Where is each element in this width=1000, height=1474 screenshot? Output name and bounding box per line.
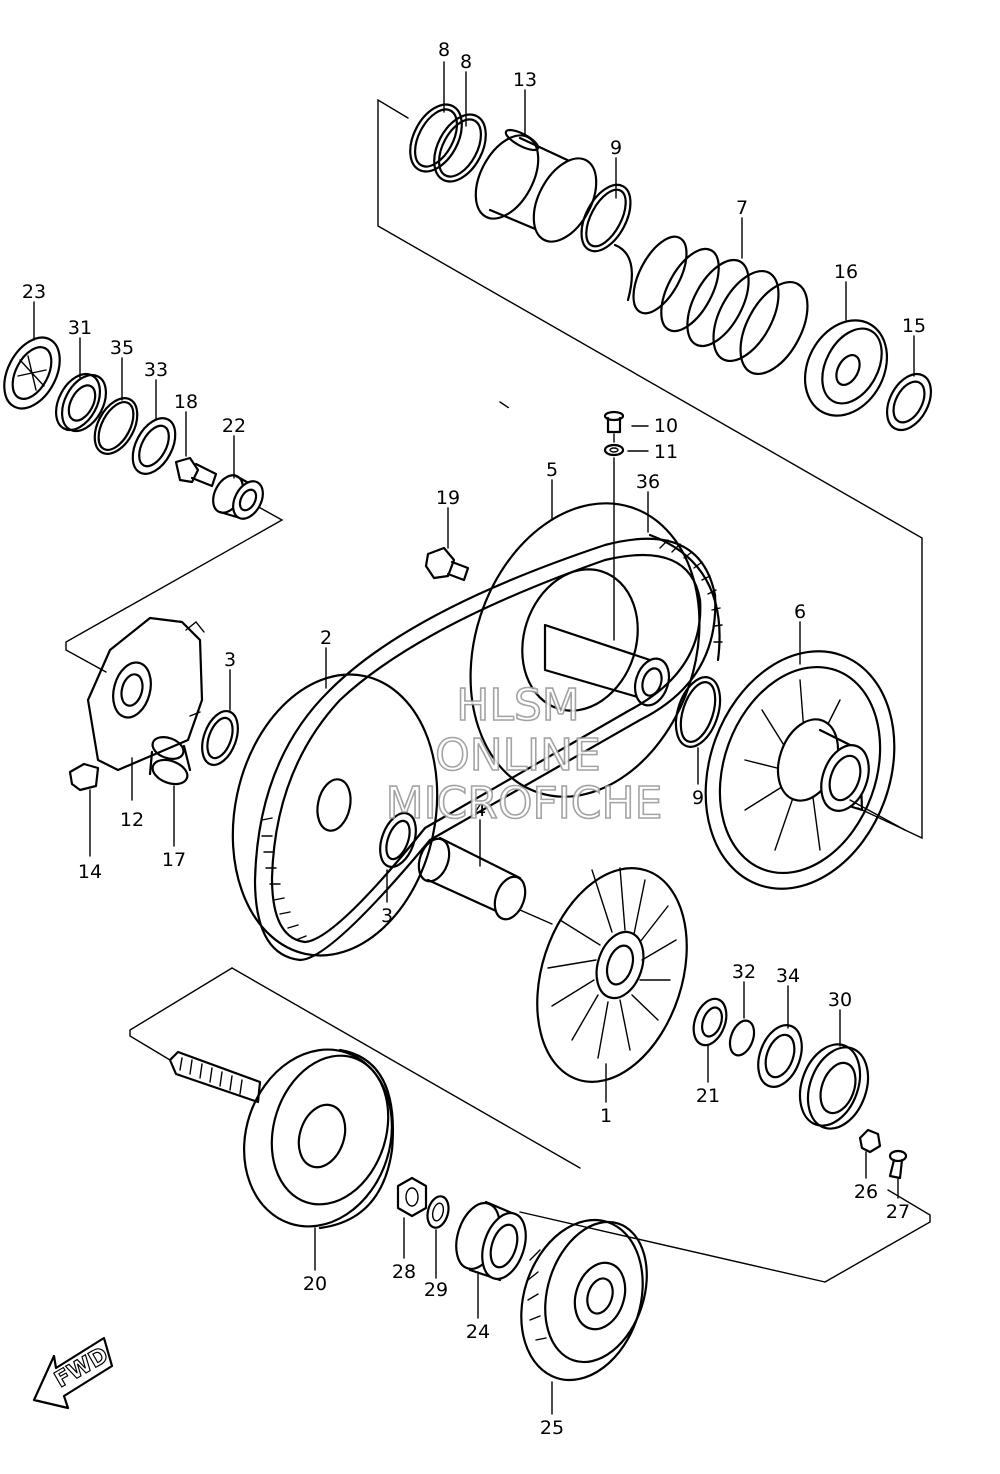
part-32-circlip	[728, 1019, 756, 1057]
part-17-roller	[148, 736, 192, 786]
callout-label: 16	[834, 261, 858, 283]
callout-label: 27	[886, 1201, 910, 1223]
callout-label: 10	[654, 415, 678, 437]
callout-labels: 8 8 13 9 7 16 15 23 31 35 33 18 22 10 11…	[22, 39, 926, 1439]
callout-label: 8	[460, 51, 472, 73]
part-4-spacer	[417, 819, 553, 925]
callout-label: 20	[303, 1273, 327, 1295]
callout-label: 8	[438, 39, 450, 61]
part-30-bearing	[798, 1043, 870, 1130]
part-7-spring	[613, 235, 809, 376]
part-11-washer	[603, 443, 625, 457]
part-9-ring-top	[580, 183, 632, 253]
callout-label: 2	[320, 627, 332, 649]
part-33-washer	[131, 417, 177, 475]
part-3-washer-left	[201, 710, 239, 766]
top-assembly-outline	[377, 98, 923, 840]
leader-lines	[33, 61, 915, 1415]
bottom-assembly-outline	[129, 967, 931, 1283]
callout-label: 13	[513, 69, 537, 91]
callout-label: 25	[540, 1417, 564, 1439]
part-22-collar	[212, 474, 264, 520]
watermark-line-2: ONLINE	[435, 730, 601, 781]
callout-label: 4	[474, 799, 486, 821]
part-26-nut	[858, 1128, 882, 1154]
part-20-clutch-housing	[168, 1048, 394, 1230]
part-15-nut	[885, 372, 933, 432]
part-12-ramp-plate	[86, 616, 205, 772]
part-28-nut	[396, 1176, 428, 1218]
part-18-bolt	[174, 456, 218, 488]
callout-label: 9	[610, 137, 622, 159]
callout-label: 29	[424, 1279, 448, 1301]
callout-label: 11	[654, 441, 678, 463]
part-6-movable-driven-face	[704, 650, 906, 890]
part-8-o-ring	[409, 103, 487, 183]
part-3-washer-lower	[379, 812, 417, 868]
part-drive-hub	[231, 673, 439, 957]
part-29-washer	[426, 1195, 450, 1229]
part-24-one-way-clutch	[455, 1200, 527, 1282]
watermark-line-1: HLSM	[456, 680, 580, 731]
part-23-oil-seal	[3, 336, 61, 410]
callout-label: 33	[144, 359, 168, 381]
callout-label: 3	[381, 905, 393, 927]
fwd-arrow-icon	[32, 1336, 114, 1410]
part-9-ring-mid	[674, 676, 722, 748]
callout-label: 14	[78, 861, 102, 883]
part-14-slide	[68, 762, 100, 792]
callout-label: 15	[902, 315, 926, 337]
callout-label: 30	[828, 989, 852, 1011]
callout-label: 36	[636, 471, 660, 493]
callout-label: 34	[776, 965, 800, 987]
callout-label: 18	[174, 391, 198, 413]
part-31-bearing	[54, 372, 108, 433]
part-34-oil-seal	[757, 1024, 803, 1088]
part-5-driven-face	[469, 502, 701, 798]
callout-label: 26	[854, 1181, 878, 1203]
callout-label: 12	[120, 809, 144, 831]
callout-label: 32	[732, 961, 756, 983]
callout-label: 21	[696, 1085, 720, 1107]
part-19-bolt	[424, 546, 470, 582]
callout-label: 1	[600, 1105, 612, 1127]
part-16-spring-seat	[803, 319, 889, 417]
watermark-line-3: MICROFICHE	[386, 778, 663, 829]
part-27-screw	[888, 1149, 908, 1180]
left-assembly-outline	[65, 504, 284, 673]
callout-label: 22	[222, 415, 246, 437]
callout-label: 7	[736, 197, 748, 219]
callout-label: 28	[392, 1261, 416, 1283]
callout-label: 31	[68, 317, 92, 339]
part-10-pin	[603, 410, 625, 434]
callout-label: 24	[466, 1321, 490, 1343]
part-25-clutch-shoe	[520, 1218, 648, 1382]
callout-label: 35	[110, 337, 134, 359]
callout-label: 23	[22, 281, 46, 303]
part-35-circlip	[93, 397, 139, 455]
fwd-direction-badge: FWD	[32, 1336, 114, 1410]
part-1-drive-face-fan	[536, 867, 688, 1083]
part-21-collar	[692, 997, 728, 1047]
callout-label: 6	[794, 601, 806, 623]
callout-label: 19	[436, 487, 460, 509]
callout-label: 3	[224, 649, 236, 671]
callout-label: 17	[162, 849, 186, 871]
watermark: HLSM ONLINE MICROFICHE	[385, 679, 663, 830]
part-2-v-belt	[253, 537, 717, 962]
callout-label: 5	[546, 459, 558, 481]
callout-label: 9	[692, 787, 704, 809]
